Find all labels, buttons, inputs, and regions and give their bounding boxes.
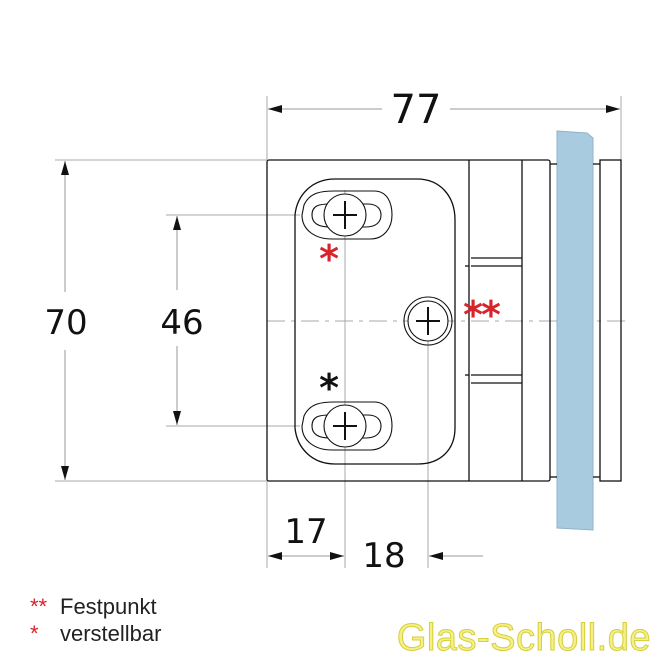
dim-label-18: 18 [362, 536, 405, 576]
dim-label-17: 17 [284, 512, 327, 552]
fixed-point-marker: ** [463, 293, 501, 337]
legend-item-festpunkt: ** Festpunkt [30, 593, 161, 620]
glass-panel [556, 130, 594, 531]
dim-label-77: 77 [391, 87, 442, 133]
legend-symbol: * [30, 621, 39, 646]
brand-watermark: Glas-Scholl.de [396, 617, 651, 660]
legend-label: Festpunkt [60, 594, 157, 619]
adjustable-marker-bottom: * [319, 366, 339, 410]
legend-item-verstellbar: * verstellbar [30, 620, 161, 647]
fixed-screw-center [403, 296, 453, 346]
adjustable-screw-top [301, 190, 393, 240]
legend-label: verstellbar [60, 621, 162, 646]
legend-symbol: ** [30, 594, 48, 619]
adjustable-marker-top: * [319, 237, 339, 281]
extension-lines [55, 96, 630, 568]
dim-label-46: 46 [160, 303, 203, 343]
hinge-body [266, 159, 622, 482]
adjustable-screw-bottom [301, 401, 393, 451]
dimension-lines [61, 105, 620, 560]
dim-label-70: 70 [44, 303, 87, 343]
legend: ** Festpunkt * verstellbar [30, 593, 161, 647]
